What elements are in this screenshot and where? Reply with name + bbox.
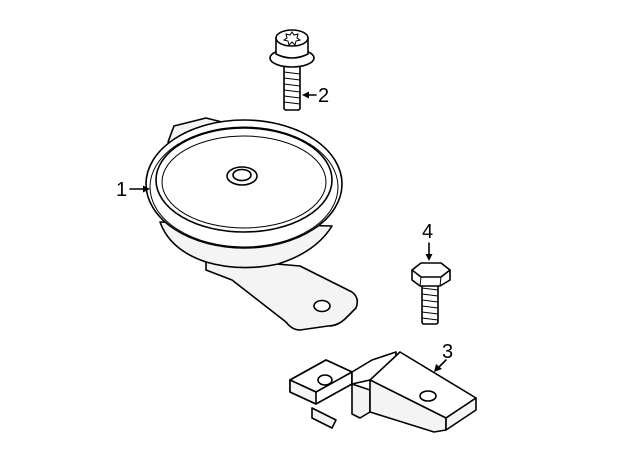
callout-label-1: 1: [116, 179, 127, 201]
callout-label-4: 4: [422, 221, 433, 243]
horn-icon: [145, 117, 359, 331]
callout-1: 1: [116, 179, 150, 201]
hex-bolt-icon: [411, 262, 451, 325]
callout-label-3: 3: [442, 341, 453, 363]
mounting-bracket-icon: [289, 351, 477, 433]
torx-bolt-icon: [269, 29, 315, 111]
callout-label-2: 2: [318, 85, 329, 107]
callout-3: 3: [434, 341, 453, 372]
callout-4: 4: [422, 221, 433, 261]
callout-2: 2: [302, 85, 329, 107]
